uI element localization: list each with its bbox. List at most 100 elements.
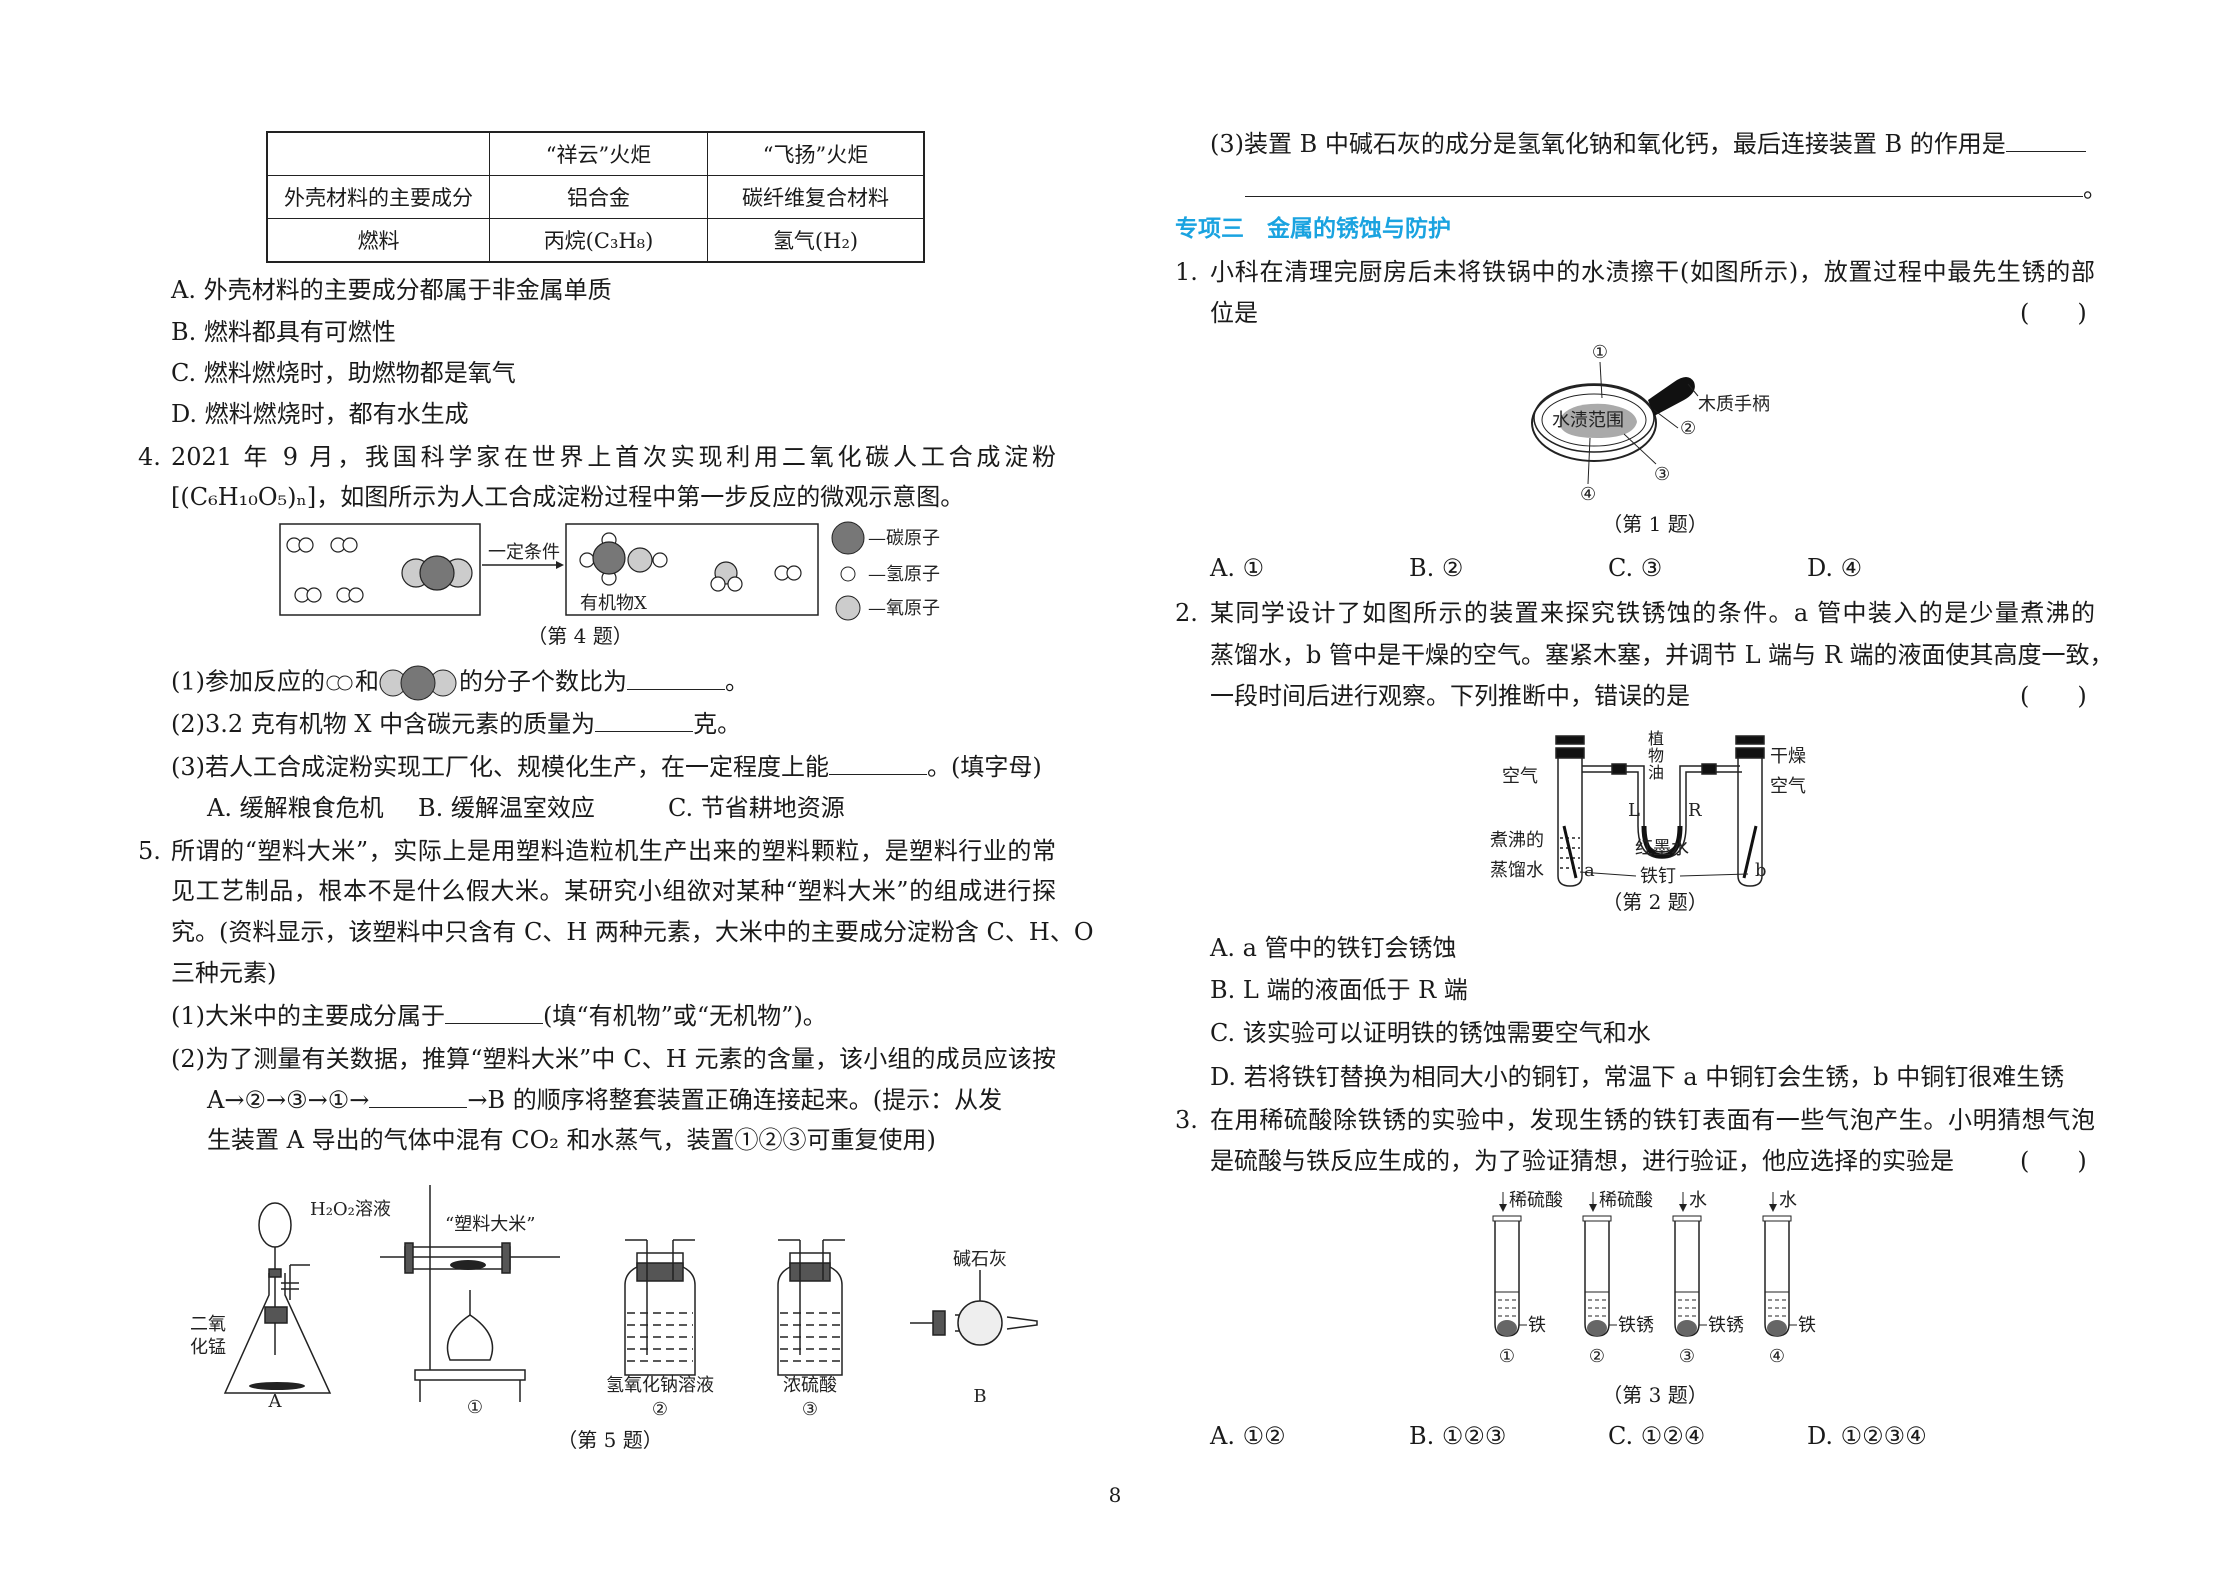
naoh-label: 氢氧化钠溶液	[606, 1375, 714, 1396]
l-end-label: L	[1628, 800, 1640, 821]
answer-blank[interactable]	[627, 667, 725, 690]
carbon-atom-icon	[831, 521, 865, 555]
rice-label: “塑料大米”	[445, 1214, 535, 1235]
question-stem: 2021 年 9 月，我国科学家在世界上首次实现利用二氧化碳人工合成淀粉	[171, 443, 1056, 471]
text: 的分子个数比为	[459, 667, 627, 696]
sub-question-1: (1)参加反应的和的分子个数比为。	[171, 665, 749, 701]
text: 。	[725, 667, 749, 696]
option-b: B. 燃料都具有可燃性	[171, 318, 396, 346]
test-tube	[1674, 1220, 1700, 1337]
table-cell: “飞扬”火炬	[707, 131, 925, 176]
table-cell: 燃料	[266, 218, 490, 263]
label-3: ③	[802, 1399, 818, 1420]
reagent-label: 水	[1689, 1190, 1707, 1211]
sub-question-1: (1)大米中的主要成分属于(填“有机物”或“无机物”)。	[171, 1001, 827, 1031]
hydrogen-atom-icon	[840, 566, 856, 582]
pan-diagram: 水渍范围 ① 木质手柄 ② ③ ④	[1531, 342, 1770, 505]
answer-blank[interactable]	[829, 752, 927, 775]
text: (1)参加反应的	[171, 667, 325, 696]
label-2: ②	[652, 1399, 668, 1420]
answer-blank[interactable]	[2005, 129, 2086, 152]
mark-3: ③	[1654, 464, 1670, 485]
h2o2-label: H₂O₂溶液	[310, 1199, 391, 1220]
option-b: B. ①②③	[1409, 1422, 1507, 1450]
question-stem: 位是	[1210, 299, 1258, 327]
legend-hydrogen: —氢原子	[868, 564, 940, 585]
table-cell: 外壳材料的主要成分	[266, 175, 490, 219]
tube-mark: ③	[1679, 1346, 1695, 1367]
oxygen-atom-icon	[835, 595, 861, 621]
text: (填“有机物”或“无机物”)。	[543, 1002, 827, 1030]
text: 。(填字母)	[927, 753, 1042, 781]
figure-caption: （第 5 题）	[557, 1428, 663, 1452]
answer-blank[interactable]	[445, 1001, 543, 1024]
sub-question-2: (2)为了测量有关数据，推算“塑料大米”中 C、H 元素的含量，该小组的成员应该…	[171, 1045, 1056, 1073]
question-stem: 蒸馏水，b 管中是干燥的空气。塞紧木塞，并调节 L 端与 R 端的液面使其高度一…	[1210, 641, 2114, 669]
label-b: B	[973, 1386, 986, 1407]
handle-label: 木质手柄	[1698, 394, 1770, 415]
iron-nail-a	[1562, 825, 1578, 879]
soda-lime-label: 碱石灰	[953, 1249, 1007, 1270]
question-stem: 小科在清理完厨房后未将铁锅中的水渍擦干(如图所示)，放置过程中最先生锈的部	[1210, 258, 2095, 286]
tube-mark: ①	[1499, 1346, 1515, 1367]
figure-caption: （第 1 题）	[1602, 512, 1708, 536]
nail-label: 铁钉	[1640, 866, 1676, 887]
co2-molecule	[401, 555, 473, 591]
answer-paren[interactable]: ( )	[2020, 299, 2087, 327]
solid-sample	[1767, 1320, 1787, 1336]
option-c: C. ③	[1608, 554, 1663, 582]
section-heading: 专项三 金属的锈蚀与防护	[1175, 216, 1451, 242]
tube-mark: ④	[1769, 1346, 1785, 1367]
test-tube	[1764, 1220, 1790, 1337]
question-stem: 一段时间后进行观察。下列推断中，错误的是	[1210, 682, 1690, 710]
red-ink-label: 红墨水	[1635, 838, 1689, 859]
text: (2)3.2 克有机物 X 中含碳元素的质量为	[171, 710, 596, 738]
answer-paren[interactable]: ( )	[2020, 682, 2087, 710]
page-number: 8	[1108, 1483, 1122, 1507]
option-c: C. ①②④	[1608, 1422, 1706, 1450]
option-d: D. 燃料燃烧时，都有水生成	[171, 400, 469, 428]
tube-a-label: a	[1584, 860, 1595, 881]
water-label: 水渍范围	[1552, 410, 1624, 431]
organic-x-molecule	[579, 532, 668, 586]
option-a: A. a 管中的铁钉会锈蚀	[1210, 934, 1457, 962]
air-right-label: 空气	[1770, 776, 1806, 797]
air-left-label: 空气	[1502, 766, 1538, 787]
sub3-option-c: C. 节省耕地资源	[668, 794, 845, 822]
solid-sample	[1677, 1320, 1697, 1336]
wooden-handle	[1648, 377, 1695, 416]
sub-question-2: (2)3.2 克有机物 X 中含碳元素的质量为克。	[171, 709, 741, 739]
tube-b-label: b	[1755, 860, 1767, 881]
solid-label: 铁	[1528, 1315, 1546, 1336]
answer-blank[interactable]	[595, 709, 694, 732]
sub3-option-b: B. 缓解温室效应	[418, 794, 595, 822]
question-number: 5.	[138, 837, 161, 865]
solid-sample	[1587, 1320, 1607, 1336]
answer-paren[interactable]: ( )	[2020, 1147, 2087, 1175]
option-d: D. ①②③④	[1807, 1422, 1927, 1450]
hydrogen-molecules	[286, 537, 364, 603]
table-cell: “祥云”火炬	[489, 131, 708, 176]
option-a: A. 外壳材料的主要成分都属于非金属单质	[171, 276, 612, 304]
question-number: 3.	[1175, 1106, 1198, 1134]
solid-label: 铁锈	[1618, 1315, 1654, 1336]
iron-nail-b	[1742, 825, 1758, 879]
option-c: C. 该实验可以证明铁的锈蚀需要空气和水	[1210, 1019, 1651, 1047]
apparatus-1	[380, 1185, 560, 1402]
reagent-label: 稀硫酸	[1509, 1190, 1563, 1211]
mark-2: ②	[1680, 418, 1696, 439]
question-stem: 在用稀硫酸除铁锈的实验中，发现生锈的铁钉表面有一些气泡产生。小明猜想气泡	[1210, 1106, 2095, 1134]
apparatus-b	[910, 1270, 1038, 1346]
oil-label: 植物油	[1645, 730, 1664, 781]
table-cell: 氢气(H₂)	[707, 218, 925, 263]
test-tube	[1584, 1220, 1610, 1337]
question-stem: 所谓的“塑料大米”，实际上是用塑料造粒机生产出来的塑料颗粒，是塑料行业的常	[171, 837, 1056, 865]
label-1: ①	[467, 1397, 483, 1418]
sub3-option-a: A. 缓解粮食危机	[207, 794, 384, 822]
answer-blank[interactable]	[369, 1085, 468, 1108]
dry-label: 干燥	[1770, 746, 1806, 767]
table-cell: 碳纤维复合材料	[707, 175, 925, 219]
boiled-water-label: 煮沸的	[1490, 830, 1544, 851]
question-number: 4.	[138, 443, 161, 471]
answer-blank[interactable]	[1245, 174, 2083, 197]
